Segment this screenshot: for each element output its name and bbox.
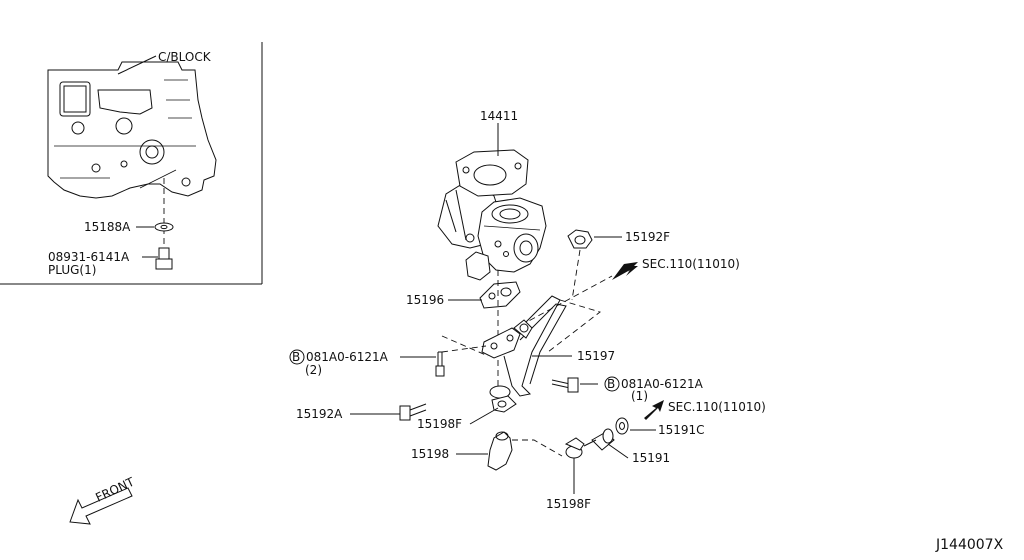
gasket-15192f — [567, 229, 593, 249]
dashed-bolt-b2 — [441, 345, 487, 353]
label-15191c: 15191C — [658, 423, 705, 437]
circle-b-2 — [289, 349, 305, 365]
label-15197: 15197 — [577, 349, 615, 363]
label-15188a: 15188A — [84, 220, 131, 234]
label-15198f-upper: 15198F — [417, 417, 462, 431]
leader-15191 — [607, 443, 629, 459]
bolt-081a0-6121a-2 — [435, 351, 445, 377]
dashed-sec-top — [511, 275, 613, 331]
label-bolt-b2-part: 081A0-6121A — [306, 350, 389, 364]
gasket-15196 — [479, 281, 521, 309]
label-bolt-b1-part: 081A0-6121A — [621, 377, 704, 391]
front-arrow-icon — [69, 487, 133, 525]
label-sec-bottom: SEC.110(11010) — [668, 400, 766, 414]
hose-15198 — [487, 431, 513, 471]
circle-b-1 — [604, 376, 620, 392]
dashed-link-outline — [441, 299, 601, 357]
diagram-code: J144007X — [935, 537, 1004, 553]
cblock-label: C/BLOCK — [158, 50, 212, 64]
label-15192a: 15192A — [296, 407, 343, 421]
label-15192f: 15192F — [625, 230, 670, 244]
washer-15188a — [154, 222, 174, 232]
bolt-081a0-6121a-1 — [551, 377, 579, 393]
washer-15191c — [615, 417, 629, 435]
label-plug-part: 08931-6141A — [48, 250, 130, 264]
dashed-hose-to-clamp — [512, 439, 563, 457]
leader-cblock — [117, 55, 157, 75]
arrow-sec-top — [612, 262, 638, 280]
clamp-15198f-lower — [564, 437, 585, 459]
cylinder-block-drawing — [47, 61, 217, 199]
connector-15191 — [583, 428, 615, 451]
label-14411: 14411 — [480, 109, 518, 123]
circle-b-2-letter: B — [292, 350, 300, 364]
label-bolt-b1-qty: (1) — [631, 389, 648, 403]
label-plug-qty: PLUG(1) — [48, 263, 96, 277]
circle-b-1-letter: B — [607, 377, 615, 391]
label-15191: 15191 — [632, 451, 670, 465]
label-bolt-b2-qty: (2) — [305, 363, 322, 377]
clamp-15198f-upper — [489, 385, 517, 413]
arrow-sec-bottom — [644, 400, 664, 420]
leader-15198f-upper — [469, 407, 499, 425]
drain-plug — [155, 247, 173, 270]
label-15196: 15196 — [406, 293, 444, 307]
inset-panel: C/BLOCK 15188A 08931-6141A PLUG(1) — [0, 42, 263, 285]
label-15198: 15198 — [411, 447, 449, 461]
eye-bolt-15192a — [399, 403, 427, 421]
dashed-gasket-to-tube — [571, 249, 581, 301]
oil-tube-15197 — [481, 295, 567, 397]
label-15198f-lower: 15198F — [546, 497, 591, 511]
label-sec-top: SEC.110(11010) — [642, 257, 740, 271]
turbocharger-14411 — [437, 149, 547, 281]
